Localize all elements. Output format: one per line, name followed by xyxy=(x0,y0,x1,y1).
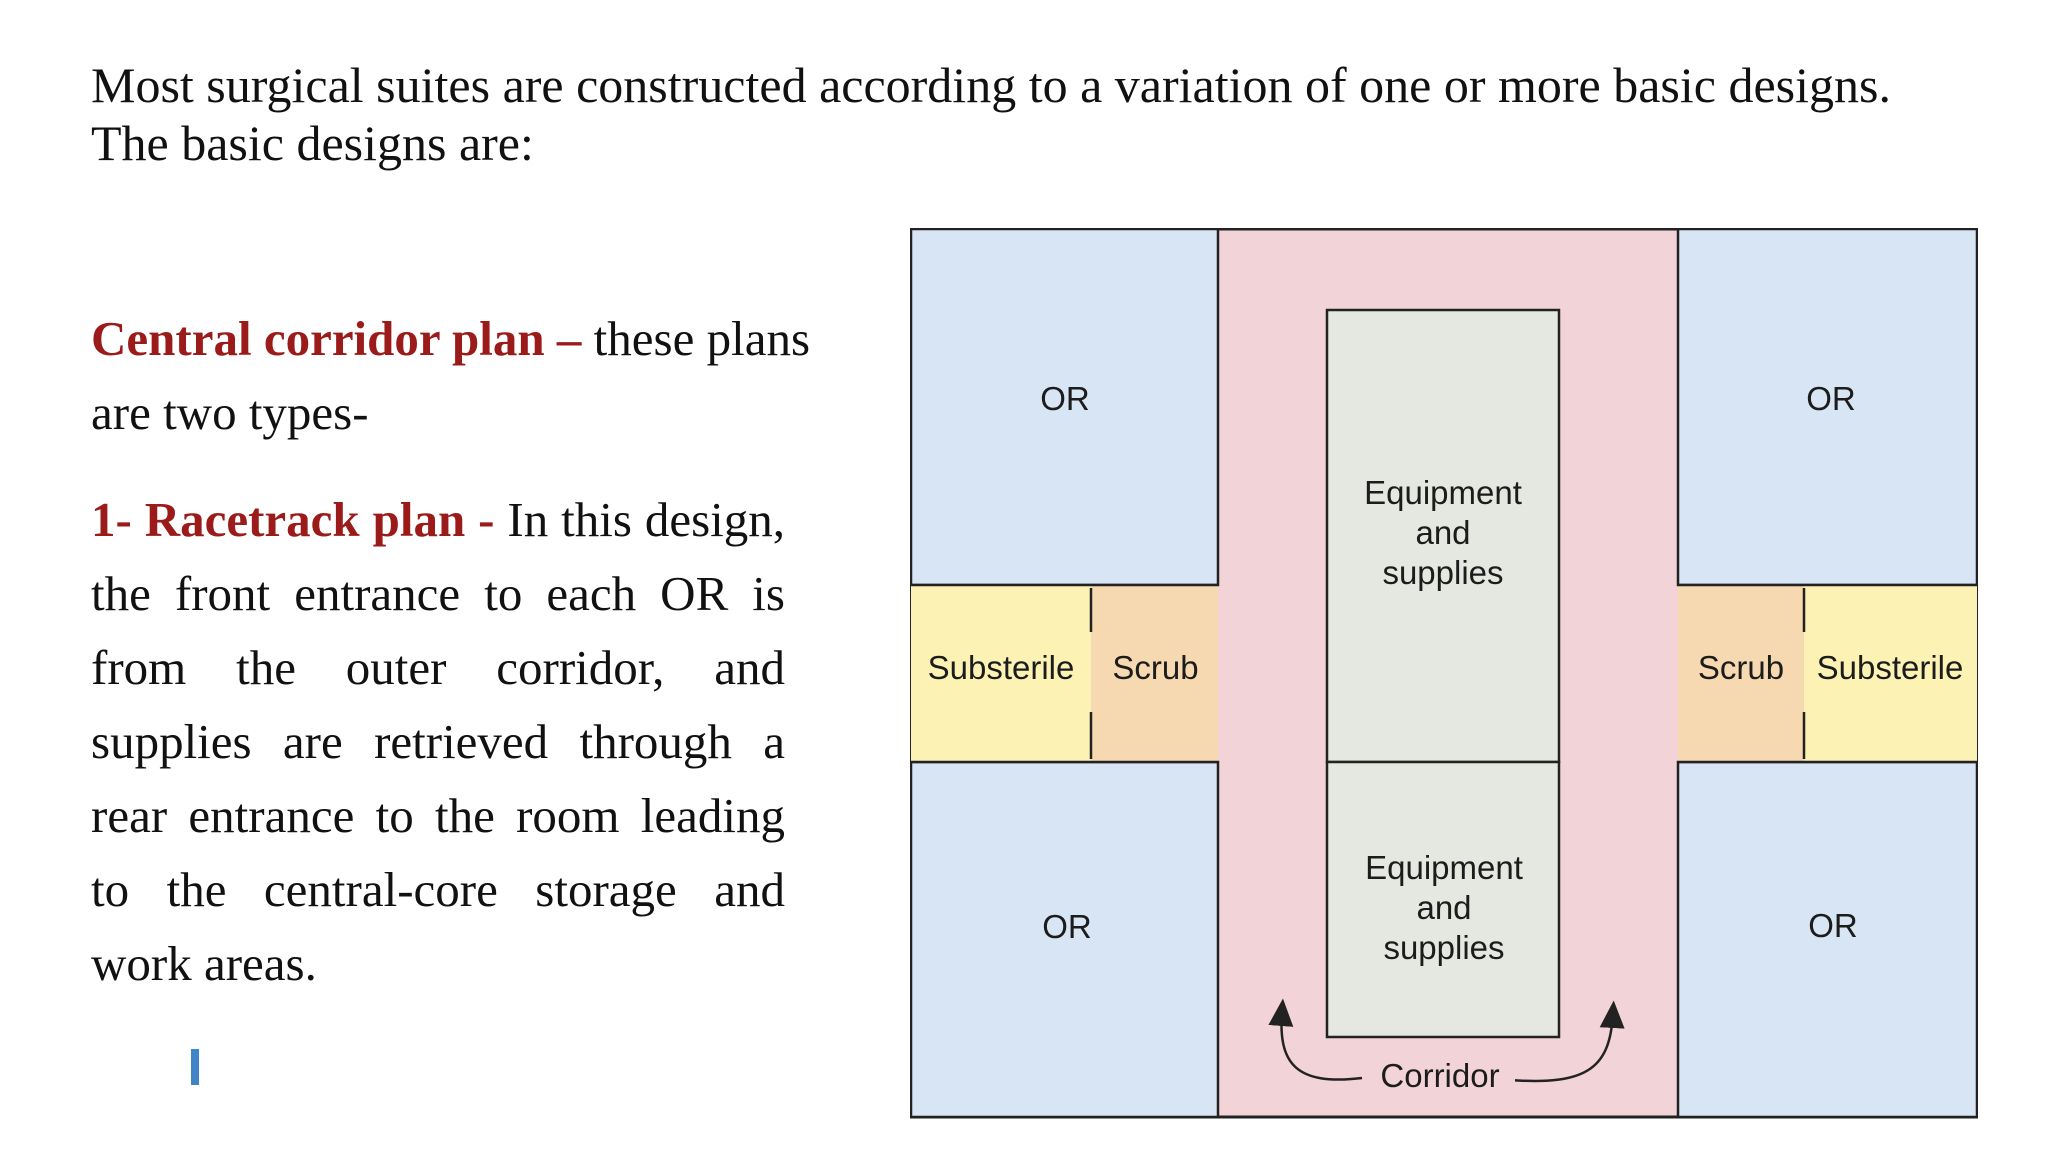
heading-line-2: are two types- xyxy=(91,385,369,440)
floor-plan-svg xyxy=(910,228,1978,1119)
or-room-top-right xyxy=(1676,228,1978,587)
equipment-room-bottom xyxy=(1325,760,1561,1039)
equipment-label-top: Equipment and supplies xyxy=(1364,474,1522,591)
intro-line-2: The basic designs are: xyxy=(91,115,534,171)
or-label-bottom-left: OR xyxy=(1042,908,1092,945)
corridor-label: Corridor xyxy=(1365,1056,1515,1096)
intro-text: Most surgical suites are constructed acc… xyxy=(91,56,2011,172)
racetrack-paragraph: 1- Racetrack plan - In this design, the … xyxy=(91,483,785,1001)
scrub-label-left: Scrub xyxy=(1112,649,1199,686)
substerile-label-right: Substerile xyxy=(1816,649,1964,686)
or-room-top-left xyxy=(910,228,1220,587)
text-cursor-marker xyxy=(191,1049,199,1085)
corridor-arrow-left xyxy=(1268,998,1363,1081)
racetrack-text: In this design, the front entrance to ea… xyxy=(91,492,786,991)
scrub-room-left xyxy=(1091,585,1218,762)
corridor-arrow-right xyxy=(1509,1000,1625,1083)
substerile-room-left xyxy=(911,585,1091,762)
or-label-bottom-right: OR xyxy=(1808,907,1858,944)
section-heading: Central corridor plan – these plans are … xyxy=(91,302,871,450)
heading-rest: these plans xyxy=(581,311,811,366)
racetrack-floor-plan: OR OR OR OR Substerile Scrub Scrub Subst… xyxy=(910,228,1978,1120)
equipment-label-bottom: Equipment and supplies xyxy=(1365,849,1523,966)
intro-line-1: Most surgical suites are constructed acc… xyxy=(91,57,1891,113)
or-label-top-right: OR xyxy=(1806,380,1856,417)
racetrack-label: 1- Racetrack plan - xyxy=(91,492,495,547)
central-corridor-title: Central corridor plan – xyxy=(91,311,582,366)
or-room-bottom-right xyxy=(1676,760,1978,1119)
substerile-room-right xyxy=(1804,585,1977,762)
scrub-label-right: Scrub xyxy=(1697,649,1785,686)
or-label-top-left: OR xyxy=(1040,380,1090,417)
substerile-label-left: Substerile xyxy=(927,649,1075,686)
scrub-room-right xyxy=(1678,585,1804,762)
equipment-room-top xyxy=(1325,308,1561,764)
